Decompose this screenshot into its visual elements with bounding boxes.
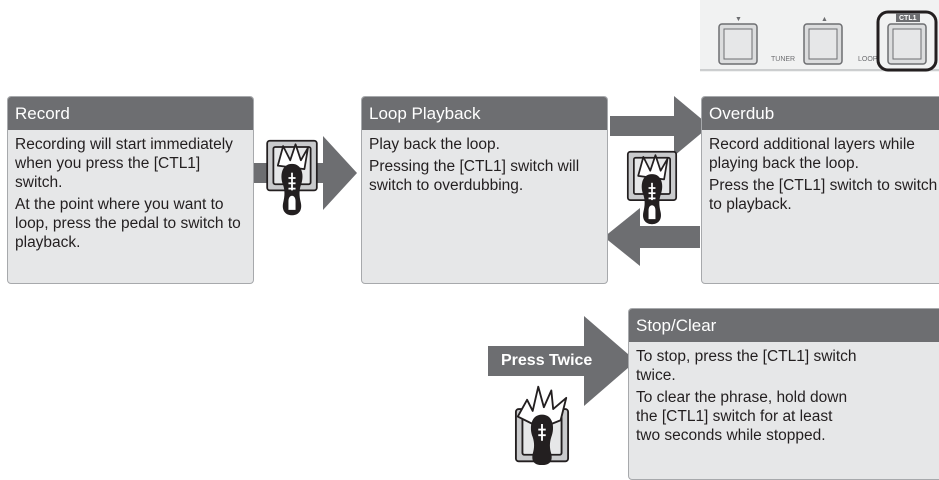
footswitch-panel: ▼ ▲ TUNER LOOP CTL1 (700, 0, 939, 72)
arrow-press-twice (488, 316, 636, 406)
arrow-loop-to-overdub (610, 96, 710, 156)
up-arrow-label: ▲ (821, 16, 828, 23)
loop-playback-title: Loop Playback (362, 97, 607, 130)
record-title: Record (8, 97, 253, 130)
arrow-overdub-to-loop (604, 208, 700, 266)
press-twice-label: Press Twice (501, 352, 593, 369)
ctl1-highlight (876, 10, 938, 72)
record-box: Record Recording will start immediately … (7, 96, 254, 284)
stop-clear-box: Stop/Clear To stop, press the [CTL1] swi… (628, 308, 939, 480)
record-text-1: Recording will start immediately when yo… (15, 136, 233, 191)
down-arrow-label: ▼ (735, 16, 742, 23)
stop-clear-text-2: To clear the phrase, hold down the [CTL1… (636, 389, 848, 444)
ctl1-pedal-icon (626, 150, 678, 226)
loop-playback-text-2: Pressing the [CTL1] switch will switch t… (369, 158, 580, 194)
overdub-text-1: Record additional layers while playing b… (709, 136, 915, 172)
stop-clear-text-1: To stop, press the [CTL1] switch twice. (636, 348, 857, 384)
overdub-title: Overdub (702, 97, 939, 130)
ctl1-label: CTL1 (899, 15, 917, 22)
loop-label: LOOP (858, 56, 878, 63)
loop-playback-text-1: Play back the loop. (369, 136, 500, 153)
record-text-2: At the point where you want to loop, pre… (15, 196, 241, 251)
stop-clear-title: Stop/Clear (629, 309, 939, 342)
loop-playback-box: Loop Playback Play back the loop. Pressi… (361, 96, 608, 284)
overdub-text-2: Press the [CTL1] switch to switch to pla… (709, 177, 938, 213)
ctl1-press-twice-icon (514, 383, 570, 465)
tuner-label: TUNER (771, 56, 795, 63)
overdub-box: Overdub Record additional layers while p… (701, 96, 939, 284)
ctl1-pedal-icon (265, 139, 319, 217)
